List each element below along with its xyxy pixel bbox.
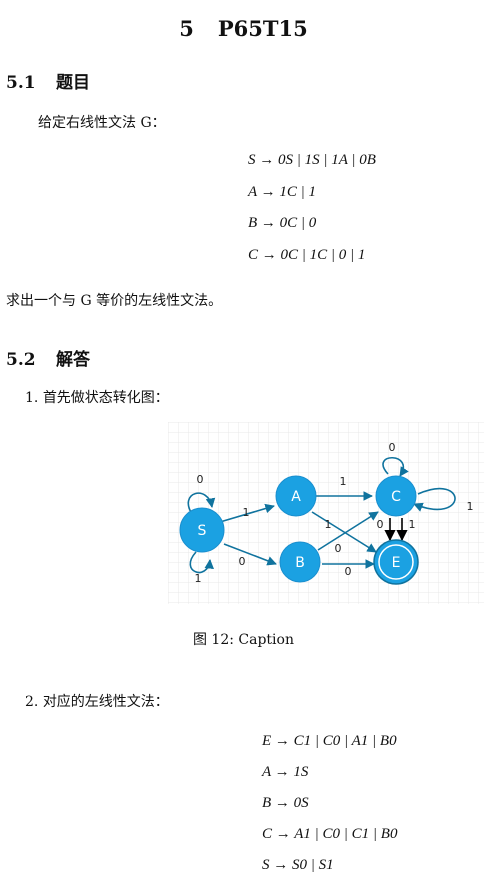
state-node-s bbox=[179, 507, 225, 553]
edge-label: 0 bbox=[197, 473, 204, 486]
state-node-b bbox=[279, 541, 321, 583]
subsection-number: 5.1 bbox=[6, 73, 36, 93]
edge-c-c-top bbox=[382, 457, 409, 477]
grammar-rule: B → 0C | 0 bbox=[248, 215, 317, 231]
edge-a-e bbox=[311, 511, 377, 553]
edge-label: 0 bbox=[389, 441, 396, 454]
node-label: A bbox=[291, 489, 301, 505]
problem-intro: 给定右线性文法 G： bbox=[38, 115, 166, 131]
edge-b-c bbox=[317, 511, 379, 551]
state-node-e-inner bbox=[378, 544, 414, 580]
step-text: 对应的左线性文法： bbox=[42, 694, 169, 710]
state-node-e-outer bbox=[373, 539, 419, 585]
step-text: 首先做状态转化图： bbox=[42, 390, 169, 406]
edge-c-c-right bbox=[413, 487, 456, 512]
subsection-number: 5.2 bbox=[6, 350, 36, 370]
node-label: C bbox=[391, 489, 401, 505]
section-number: 5 bbox=[179, 16, 194, 41]
edge-label: 1 bbox=[325, 518, 332, 531]
edge-label: 0 bbox=[239, 555, 246, 568]
section-title: 5 P65T15 bbox=[0, 16, 487, 41]
grammar-rule: A → 1C | 1 bbox=[248, 184, 317, 200]
edge-label: 1 bbox=[195, 572, 202, 585]
grammar-rule: S → 0S | 1S | 1A | 0B bbox=[248, 152, 376, 168]
problem-question: 求出一个与 G 等价的左线性文法。 bbox=[6, 293, 223, 309]
answer-rule: C → A1 | C0 | C1 | B0 bbox=[262, 826, 398, 842]
edge-label: 0 bbox=[345, 565, 352, 578]
answer-rule: A → 1S bbox=[262, 764, 309, 780]
edge-label: 1 bbox=[409, 518, 416, 531]
state-transition-diagram: S A B C E 0 1 1 0 1 1 0 0 0 1 0 1 bbox=[168, 422, 484, 604]
answer-rule: B → 0S bbox=[262, 795, 309, 811]
edge-s-a bbox=[219, 503, 275, 523]
edge-label: 1 bbox=[340, 475, 347, 488]
node-label: B bbox=[295, 555, 305, 571]
subsection-text: 题目 bbox=[56, 73, 90, 93]
subsection-heading-problem: 5.1 题目 bbox=[6, 68, 90, 93]
step-1: 1. 首先做状态转化图： bbox=[25, 387, 169, 407]
edge-s-s-top bbox=[187, 492, 216, 515]
node-label: E bbox=[392, 555, 401, 571]
subsection-text: 解答 bbox=[56, 350, 90, 370]
edge-label: 1 bbox=[467, 500, 474, 513]
answer-rule: S → S0 | S1 bbox=[262, 857, 334, 873]
figure-caption: 图 12: Caption bbox=[192, 632, 294, 648]
node-label: S bbox=[198, 523, 207, 539]
edge-label: 0 bbox=[335, 542, 342, 555]
edge-s-s-bottom bbox=[189, 551, 214, 574]
edge-label: 1 bbox=[243, 506, 250, 519]
subsection-heading-solution: 5.2 解答 bbox=[6, 345, 90, 370]
step-2: 2. 对应的左线性文法： bbox=[25, 691, 169, 711]
state-node-c bbox=[375, 475, 417, 517]
step-number: 1. bbox=[25, 390, 39, 406]
state-node-a bbox=[275, 475, 317, 517]
answer-rule: E → C1 | C0 | A1 | B0 bbox=[262, 733, 397, 749]
diagram-grid bbox=[168, 422, 484, 604]
section-title-text: P65T15 bbox=[217, 16, 308, 41]
edge-s-b bbox=[223, 543, 277, 566]
edge-label: 0 bbox=[377, 518, 384, 531]
step-number: 2. bbox=[25, 694, 39, 710]
grammar-rule: C → 0C | 1C | 0 | 1 bbox=[248, 247, 366, 263]
